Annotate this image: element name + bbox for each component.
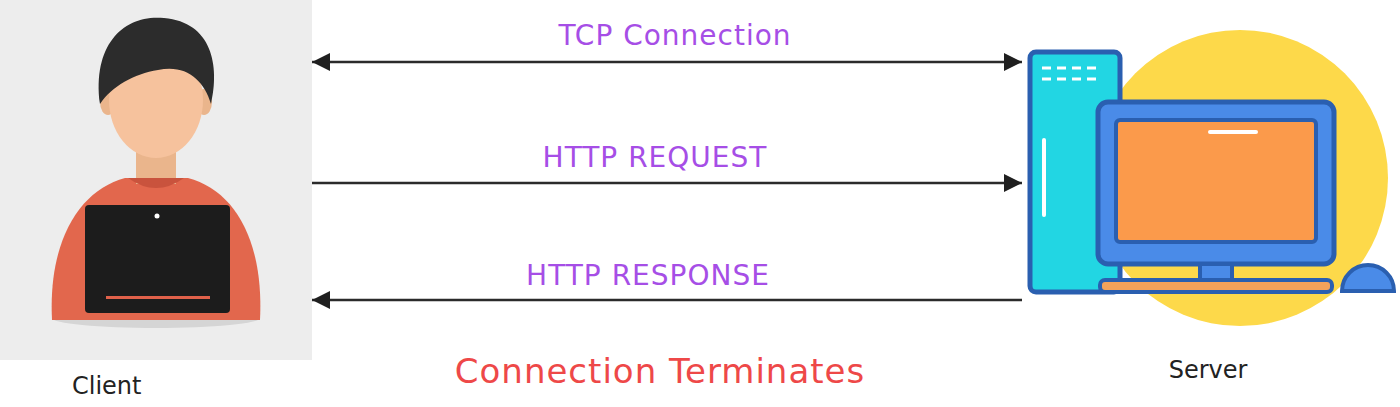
monitor xyxy=(1098,102,1334,264)
collar xyxy=(128,178,184,188)
node-box: Server xyxy=(1022,30,1394,400)
edge-label: HTTP REQUEST xyxy=(539,142,772,174)
vent xyxy=(1042,78,1100,81)
node-label: Client xyxy=(72,372,141,401)
client-backdrop xyxy=(0,0,312,360)
laptop xyxy=(85,205,230,313)
status-note: Connection Terminates xyxy=(455,352,865,391)
edge-label: HTTP RESPONSE xyxy=(522,260,774,292)
shirt xyxy=(52,178,261,320)
arrow-connector xyxy=(312,61,1022,64)
arrow-connector xyxy=(312,182,1022,185)
laptop-logo xyxy=(155,214,160,219)
arrow-connector xyxy=(312,299,1022,302)
server-illustration xyxy=(1030,30,1394,326)
keyboard xyxy=(1100,280,1332,292)
mouse xyxy=(1342,265,1394,291)
edge-label: TCP Connection xyxy=(554,20,795,52)
laptop-edge xyxy=(106,296,210,299)
vent xyxy=(1042,67,1100,70)
screen-glare xyxy=(1210,130,1256,134)
client-illustration xyxy=(0,0,312,360)
node-box: Client xyxy=(0,0,312,407)
node-label: Server xyxy=(1169,356,1248,385)
screen xyxy=(1116,120,1316,242)
highlight xyxy=(1042,140,1046,215)
hair xyxy=(99,18,214,104)
